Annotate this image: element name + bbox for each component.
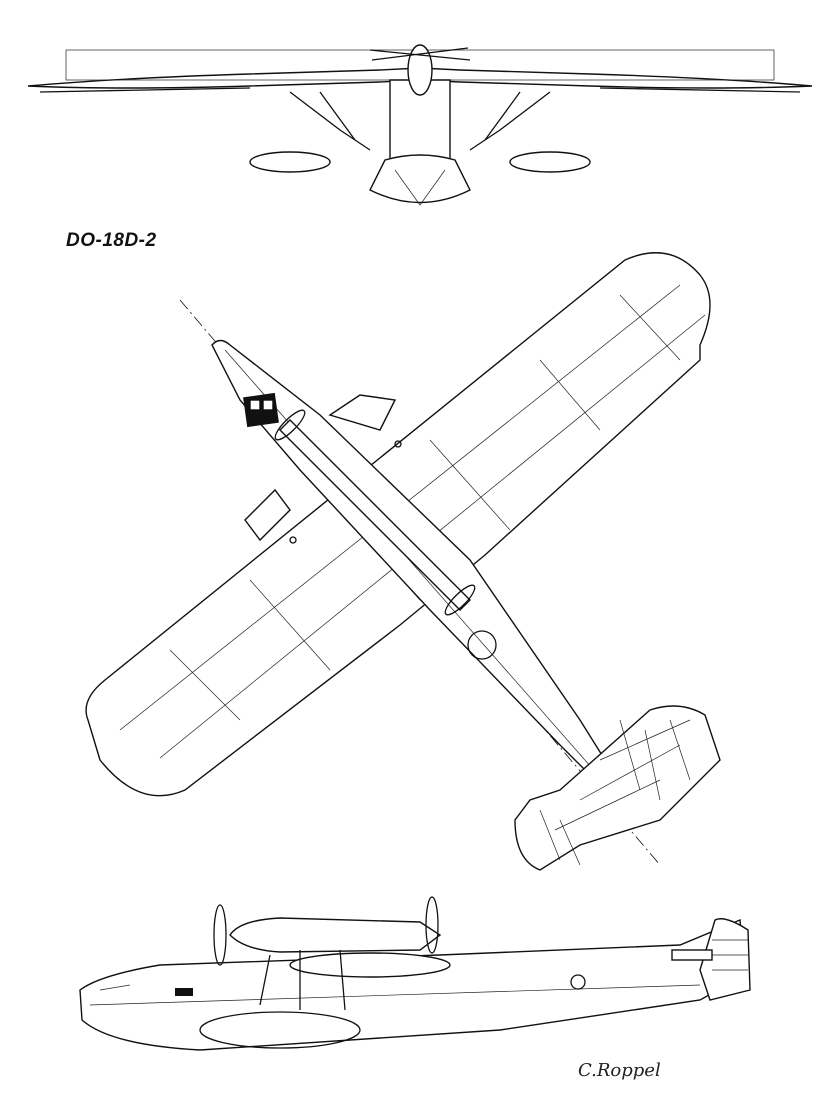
front-view [27, 44, 813, 206]
top-view [85, 252, 721, 871]
side-view [79, 896, 751, 1051]
artist-signature: C.Roppel [578, 1060, 661, 1081]
aircraft-designation: DO-18D-2 [66, 230, 157, 251]
